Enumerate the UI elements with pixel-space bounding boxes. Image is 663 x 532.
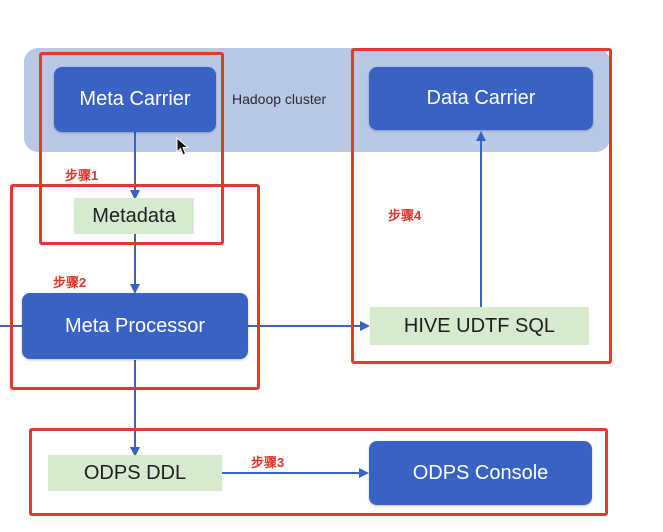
meta-processor-node: Meta Processor bbox=[22, 293, 248, 359]
highlight-box-step4 bbox=[351, 48, 612, 364]
hadoop-cluster-label: Hadoop cluster bbox=[232, 91, 327, 107]
odps-ddl-node: ODPS DDL bbox=[48, 455, 222, 491]
data-carrier-node: Data Carrier bbox=[369, 67, 593, 130]
step4-label: 步骤4 bbox=[388, 208, 422, 223]
step1-label: 步骤1 bbox=[65, 168, 99, 183]
odps-console-node: ODPS Console bbox=[369, 441, 592, 505]
meta-carrier-node: Meta Carrier bbox=[54, 67, 216, 132]
step3-label: 步骤3 bbox=[251, 455, 285, 470]
step2-label: 步骤2 bbox=[53, 275, 87, 290]
hive-udtf-sql-node: HIVE UDTF SQL bbox=[370, 307, 589, 345]
highlight-box-step1 bbox=[39, 52, 224, 245]
mouse-pointer-icon bbox=[176, 137, 190, 156]
highlight-box-step2 bbox=[10, 184, 260, 390]
metadata-node: Metadata bbox=[74, 198, 194, 234]
highlight-box-step3 bbox=[29, 428, 608, 516]
